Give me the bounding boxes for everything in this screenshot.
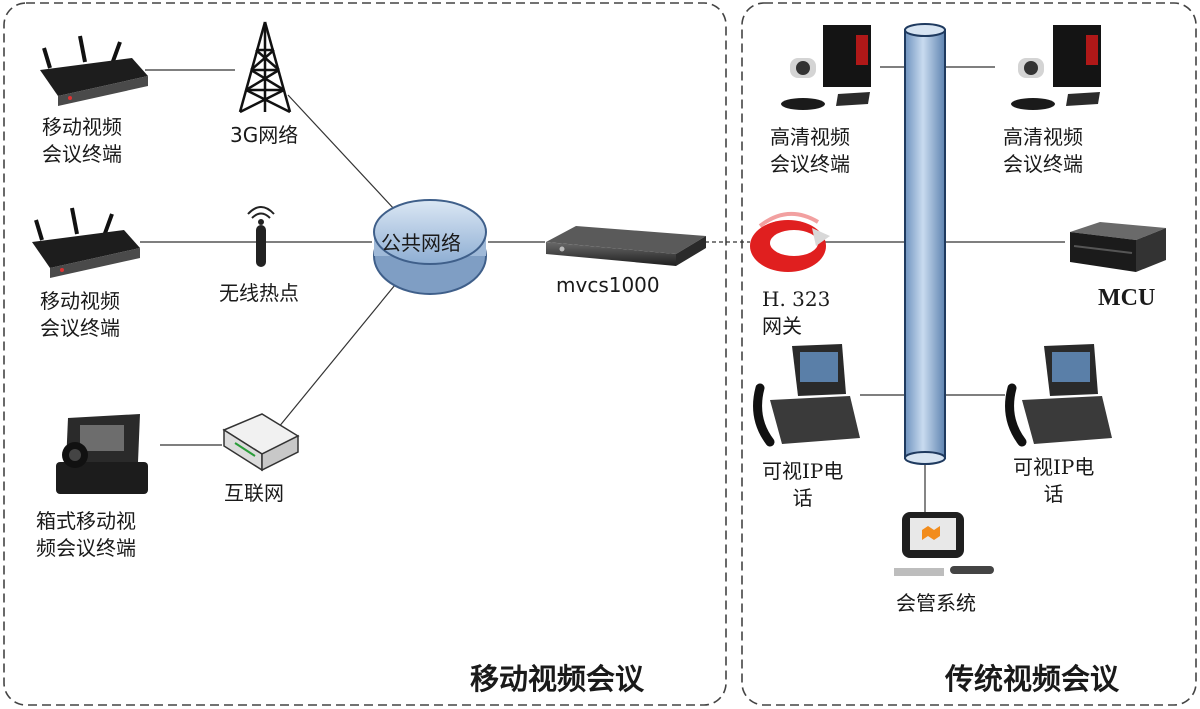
cloud-network-icon <box>373 199 487 295</box>
cell-tower-icon <box>238 21 292 114</box>
desktop-computer-icon <box>894 512 994 576</box>
case-terminal-label: 箱式移动视频会议终端 <box>36 509 136 560</box>
public-network-label: 公共网络 <box>381 231 461 255</box>
hd-camera-terminal-icon <box>781 25 871 110</box>
traditional-section-title: 传统视频会议 <box>945 662 1120 696</box>
hotspot-label: 无线热点 <box>219 281 299 305</box>
mvcs1000-label: mvcs1000 <box>556 273 660 297</box>
hd-terminal-1-label: 高清视频会议终端 <box>770 125 850 176</box>
router-icon <box>32 207 140 278</box>
mcu-rack-icon <box>1070 222 1166 272</box>
ip-video-phone-icon <box>753 344 860 447</box>
hd-terminal-2-label: 高清视频会议终端 <box>1003 125 1083 176</box>
mobile-section-title: 移动视频会议 <box>470 662 645 696</box>
traditional-section-border <box>741 2 1197 706</box>
mobile-terminal-2-label: 移动视频会议终端 <box>40 289 120 340</box>
wifi-antenna-icon <box>247 206 275 267</box>
network-3g-label: 3G网络 <box>230 123 299 147</box>
router-icon <box>40 35 148 106</box>
internet-label: 互联网 <box>224 481 284 505</box>
mcu-label: MCU <box>1098 285 1156 311</box>
mobile-section-border <box>3 2 727 706</box>
gateway-ring-icon <box>750 211 830 272</box>
ip-phone-2-label: 可视IP电话 <box>1013 455 1095 506</box>
management-label: 会管系统 <box>896 591 976 615</box>
hd-camera-terminal-icon <box>1011 25 1101 110</box>
connection-lines <box>140 66 1065 512</box>
ip-video-phone-icon <box>1005 344 1112 447</box>
mobile-terminal-1-label: 移动视频会议终端 <box>42 115 122 166</box>
ip-phone-1-label: 可视IP电话 <box>762 459 844 510</box>
backbone-pipe-icon <box>904 23 946 465</box>
server-box-icon <box>546 226 706 266</box>
case-terminal-icon <box>56 414 148 494</box>
modem-icon <box>222 413 300 472</box>
